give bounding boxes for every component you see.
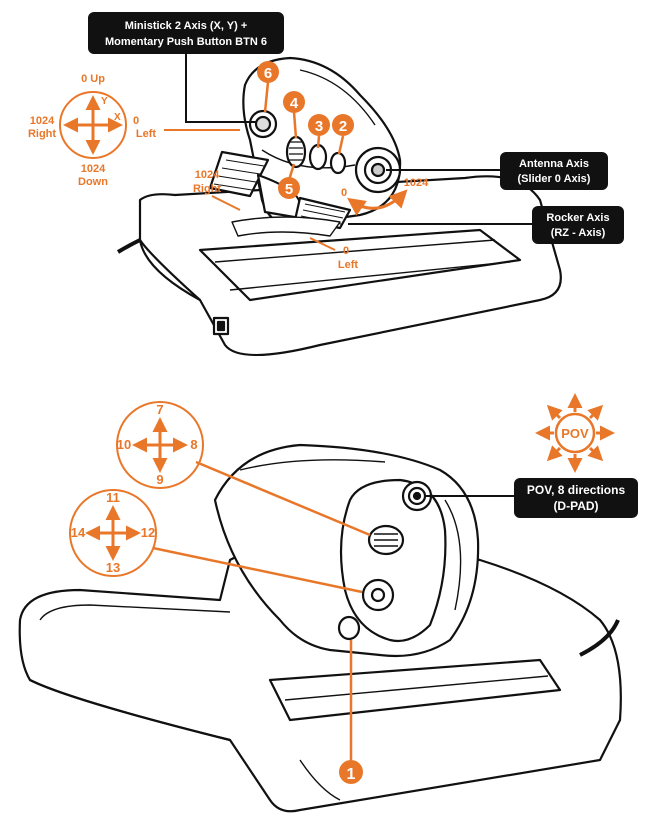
svg-text:Right: Right — [28, 128, 56, 140]
button-3 — [308, 143, 328, 171]
svg-text:0: 0 — [133, 115, 139, 127]
usb-cable — [116, 238, 141, 254]
svg-text:12: 12 — [141, 525, 155, 540]
svg-text:8: 8 — [190, 437, 197, 452]
svg-text:4: 4 — [290, 95, 299, 112]
pov-compass-icon: POV — [535, 393, 615, 473]
svg-text:1024: 1024 — [30, 115, 55, 127]
svg-text:Left: Left — [136, 128, 157, 140]
svg-text:Left: Left — [338, 259, 359, 271]
svg-text:3: 3 — [315, 118, 323, 135]
svg-text:14: 14 — [71, 525, 86, 540]
badge-2: 2 — [332, 114, 354, 155]
rocker-pedal — [208, 150, 270, 198]
antenna-axis-labels: 0 1024 — [341, 177, 429, 199]
svg-text:Y: Y — [101, 96, 108, 107]
svg-text:6: 6 — [264, 65, 272, 82]
svg-text:Down: Down — [78, 176, 108, 188]
svg-text:0: 0 — [341, 187, 347, 199]
svg-text:1: 1 — [347, 766, 356, 783]
badge-4: 4 — [283, 91, 305, 139]
antenna-arc-arrow — [347, 189, 408, 216]
svg-text:0: 0 — [343, 245, 349, 257]
svg-text:9: 9 — [156, 472, 163, 487]
pov-callout: POV, 8 directions (D-PAD) — [425, 478, 638, 518]
badge-1: 1 — [339, 640, 363, 784]
svg-text:7: 7 — [156, 402, 163, 417]
button-1 — [337, 615, 361, 641]
svg-text:Antenna Axis: Antenna Axis — [519, 158, 589, 170]
ministick-callout: Ministick 2 Axis (X, Y) + Momentary Push… — [88, 12, 284, 123]
svg-text:2: 2 — [339, 118, 347, 135]
rocker-callout: Rocker Axis (RZ - Axis) — [348, 206, 624, 244]
svg-text:1024: 1024 — [81, 163, 106, 175]
badge-3: 3 — [308, 114, 330, 149]
svg-text:Right: Right — [193, 183, 221, 195]
badge-5: 5 — [278, 163, 300, 199]
rocker-axis-labels: 1024 Right 0 Left — [193, 169, 358, 271]
svg-text:Ministick 2 Axis (X, Y) +: Ministick 2 Axis (X, Y) + — [125, 20, 248, 32]
svg-text:(D-PAD): (D-PAD) — [553, 499, 598, 513]
svg-text:13: 13 — [106, 560, 120, 575]
hat-upper-cross: 7 8 9 10 — [116, 401, 371, 537]
hat-lower-cross: 11 12 13 14 — [69, 489, 363, 594]
svg-text:Rocker Axis: Rocker Axis — [546, 212, 609, 224]
usb-cable-bottom — [579, 619, 620, 657]
top-throttle-illustration — [116, 56, 562, 357]
ministick-axis-cross: 0 Up Y X 1024 Right 0 Left 1024 Down — [28, 73, 240, 188]
svg-text:5: 5 — [285, 181, 293, 198]
svg-text:10: 10 — [117, 437, 131, 452]
svg-text:POV: POV — [561, 426, 589, 441]
antenna-callout: Antenna Axis (Slider 0 Axis) — [386, 152, 608, 190]
svg-text:0 Up: 0 Up — [81, 73, 105, 85]
svg-text:(Slider 0 Axis): (Slider 0 Axis) — [518, 173, 591, 185]
svg-text:Momentary Push Button BTN 6: Momentary Push Button BTN 6 — [105, 36, 267, 48]
svg-text:11: 11 — [106, 490, 120, 505]
svg-text:1024: 1024 — [195, 169, 220, 181]
svg-text:(RZ - Axis): (RZ - Axis) — [551, 227, 606, 239]
badge-6: 6 — [257, 61, 279, 113]
button-2 — [329, 151, 347, 175]
svg-text:POV, 8 directions: POV, 8 directions — [527, 483, 626, 497]
numbered-badge-icon — [257, 61, 279, 83]
svg-text:1024: 1024 — [404, 177, 429, 189]
svg-text:X: X — [114, 112, 121, 123]
